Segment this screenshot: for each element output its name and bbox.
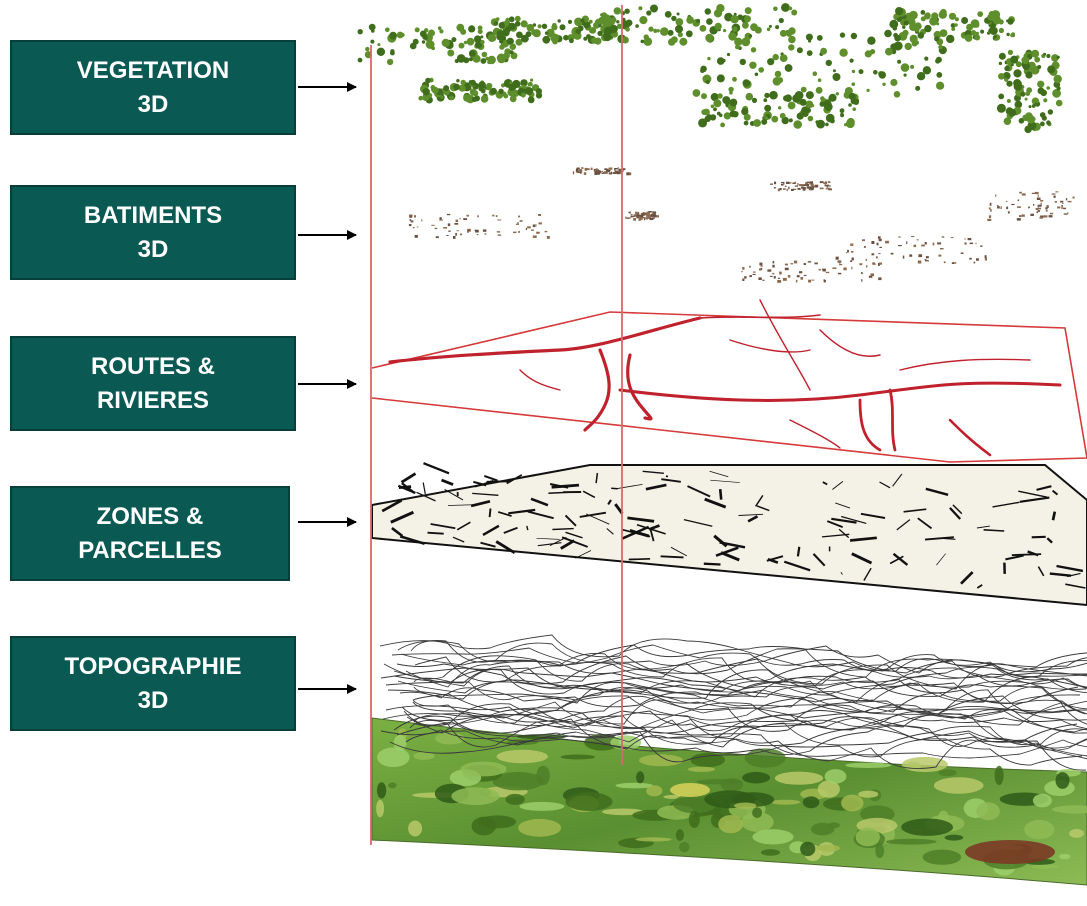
buildings-layer bbox=[409, 167, 1075, 282]
vegetation-layer bbox=[358, 3, 1063, 133]
zones-layer bbox=[372, 463, 1087, 605]
terrain-layer bbox=[372, 718, 1087, 885]
contour-layer bbox=[380, 635, 1087, 770]
roads-layer bbox=[372, 300, 1087, 462]
